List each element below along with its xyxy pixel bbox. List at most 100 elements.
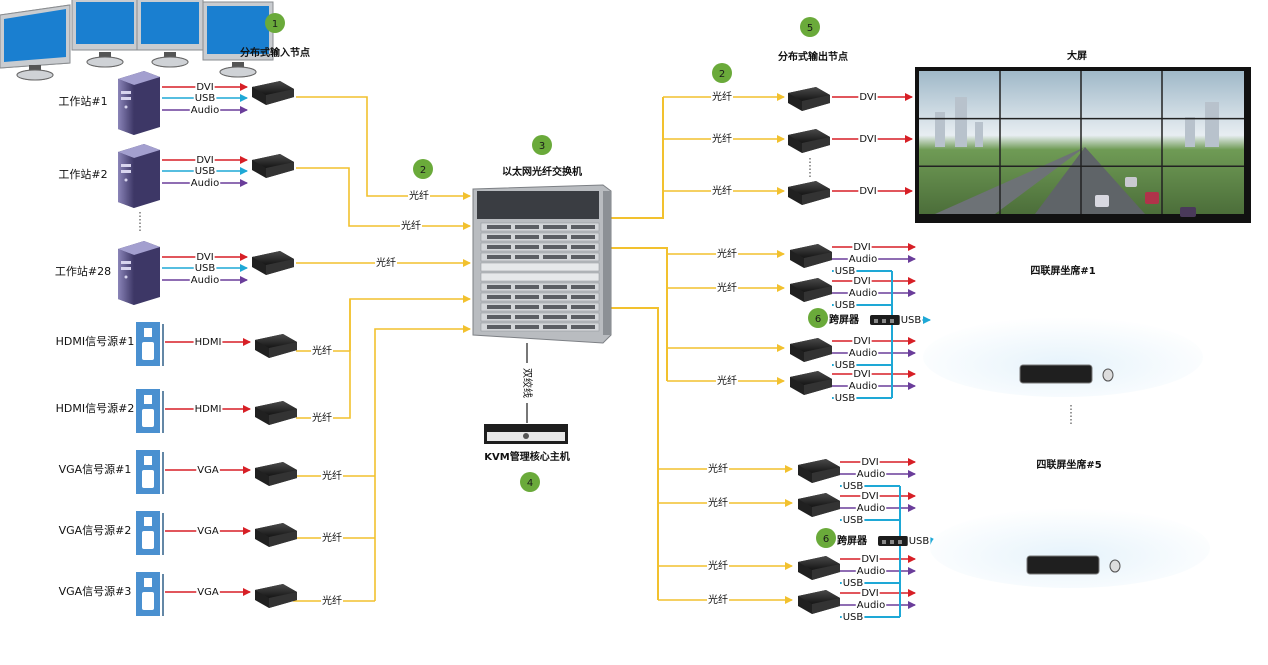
- usb-label: USB: [835, 360, 856, 371]
- label-background: [707, 593, 729, 606]
- audio-label: Audio: [857, 503, 885, 514]
- dvi-label: DVI: [861, 491, 878, 502]
- audio-label: Audio: [191, 275, 219, 286]
- kvm-host-icon: [484, 424, 568, 444]
- fiber-label-group: 光纤: [408, 189, 430, 202]
- label-background: [841, 515, 865, 526]
- usb-label-group: USB: [841, 612, 865, 623]
- audio-label: Audio: [849, 348, 877, 359]
- fiber-label-group: 光纤: [400, 219, 422, 232]
- node-top: [788, 129, 830, 143]
- node-side: [804, 379, 832, 395]
- label-background: [855, 600, 887, 611]
- switch-line-card: [480, 312, 600, 322]
- fiber-label-group: 光纤: [707, 496, 729, 509]
- dvi-label-group: DVI: [852, 369, 872, 380]
- audio-label: Audio: [191, 178, 219, 189]
- input-node: [255, 401, 297, 425]
- devices: [0, 0, 1251, 616]
- badge-input-node-number-group: 1: [272, 19, 278, 30]
- workstation-label: 工作站#28: [55, 264, 111, 278]
- quad-monitor-seat: [923, 317, 1203, 397]
- desk-glow: [923, 317, 1203, 397]
- badge-kvm-switcher-number: 6: [815, 314, 821, 325]
- source-window-top: [144, 456, 152, 465]
- output-node: [790, 278, 832, 302]
- kvm-host-button: [523, 433, 529, 439]
- dvi-label: DVI: [853, 336, 870, 347]
- video-signal-label: VGA: [197, 587, 219, 598]
- node-side: [269, 470, 297, 486]
- monitor-screen: [76, 2, 134, 44]
- switch-ports: [571, 225, 595, 229]
- node-side: [269, 531, 297, 547]
- label-background: [711, 90, 733, 103]
- monitor-stand: [86, 56, 124, 68]
- audio-label: Audio: [191, 105, 219, 116]
- label-background: [193, 93, 217, 104]
- source-window-bottom: [142, 470, 154, 488]
- switch-ports: [515, 285, 539, 289]
- node-top: [252, 81, 294, 95]
- fiber-label: 光纤: [312, 411, 332, 424]
- label-background: [196, 587, 220, 598]
- audio-label-group: Audio: [855, 600, 887, 611]
- switch-ports: [515, 315, 539, 319]
- label-background: [707, 496, 729, 509]
- building: [955, 97, 967, 147]
- label-background: [321, 594, 343, 607]
- road: [1035, 147, 1145, 214]
- fiber-label-group: 光纤: [711, 90, 733, 103]
- label-background: [193, 337, 223, 348]
- monitor-icon: [136, 0, 204, 68]
- badge-kvm-switcher-number: 6: [823, 534, 829, 545]
- audio-label-group: Audio: [847, 254, 879, 265]
- switch-ports: [487, 235, 511, 239]
- audio-label: Audio: [849, 381, 877, 392]
- dvi-label-group: DVI: [852, 336, 872, 347]
- badge-fiber-left-number-group: 2: [420, 165, 426, 176]
- label-background: [852, 336, 872, 347]
- fiber-label: 光纤: [708, 559, 728, 572]
- audio-label-group: Audio: [189, 275, 221, 286]
- node-top: [798, 556, 840, 570]
- switch-ports: [487, 285, 511, 289]
- badge-output-node: [800, 17, 820, 37]
- usb-label-group: USB: [193, 166, 217, 177]
- switcher-port: [890, 319, 894, 323]
- label-background: [311, 411, 333, 424]
- signal-source-label-group: HDMI信号源#2: [56, 401, 135, 415]
- workstation-tower-icon: [118, 71, 160, 135]
- output-node: [798, 493, 840, 517]
- output-node: [790, 338, 832, 362]
- kvm-switcher-title-group: 跨屏器: [837, 534, 868, 547]
- input-node: [252, 81, 294, 105]
- label-background: [858, 92, 878, 103]
- switch-line-card: [480, 282, 600, 292]
- output-node: [790, 371, 832, 395]
- drive-bay: [121, 97, 131, 100]
- badge-fiber-right: [712, 63, 732, 83]
- switch-title: 以太网光纤交换机: [502, 165, 582, 178]
- usb-label: USB: [835, 393, 856, 404]
- dvi-label-group: DVI: [860, 588, 880, 599]
- input-nodes-title: 分布式输入节点: [240, 46, 310, 59]
- audio-label-group: Audio: [855, 469, 887, 480]
- label-background: [860, 588, 880, 599]
- dvi-label-group: DVI: [852, 276, 872, 287]
- mouse-icon: [1102, 368, 1114, 382]
- label-background: [193, 404, 223, 415]
- signal-source-label: VGA信号源#3: [59, 584, 132, 598]
- switch-line-card: [480, 252, 600, 262]
- workstation-tower-icon: [118, 144, 160, 208]
- fiber-label-group: 光纤: [311, 344, 333, 357]
- switch-title-group: 以太网光纤交换机: [502, 165, 582, 178]
- dvi-label: DVI: [859, 134, 876, 145]
- fiber-line: [374, 325, 471, 601]
- label-background: [716, 247, 738, 260]
- label-background: [195, 82, 215, 93]
- node-top: [790, 244, 832, 258]
- car: [1095, 195, 1109, 207]
- monitor-icon: [202, 1, 274, 78]
- car: [1180, 207, 1196, 217]
